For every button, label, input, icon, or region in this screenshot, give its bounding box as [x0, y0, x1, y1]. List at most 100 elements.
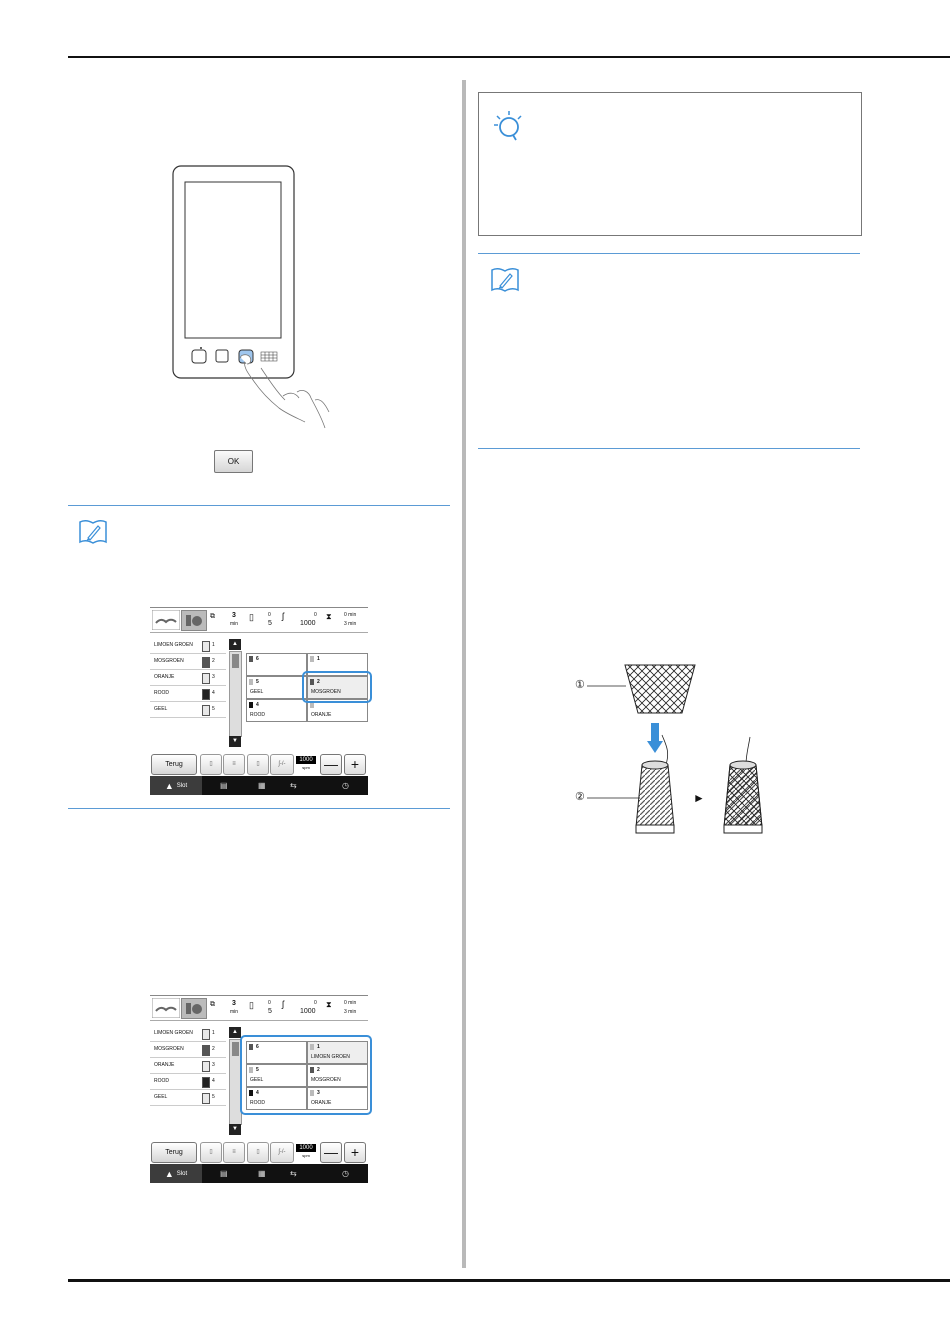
time-bottom: 3 min	[344, 1009, 357, 1015]
callout-spool: ②	[575, 791, 585, 803]
plus-button[interactable]: +	[344, 1142, 366, 1163]
total-time-value: 3	[232, 612, 236, 619]
needle-bar-button[interactable]: ▯	[200, 1142, 222, 1163]
stitch-bottom: 5	[268, 620, 272, 627]
screen-header: ⧉ 3 min ▯ 0 5 ʃ 0 1000 ⧗ 0 min 3 min	[150, 607, 368, 633]
tablet-touch-illustration	[172, 165, 330, 429]
time-icon: ⧉	[210, 613, 215, 620]
total-time-unit: min	[230, 621, 239, 627]
stitch-speed-button[interactable]: ʃ-/-	[270, 1142, 294, 1163]
pattern-preview-icon	[152, 998, 180, 1018]
needle-cell[interactable]: 1	[307, 653, 368, 676]
warning-icon: ▲	[164, 1168, 174, 1179]
bottom-rule	[68, 1279, 950, 1282]
spool-view-button[interactable]	[181, 998, 207, 1019]
screen-header: ⧉ 3 min ▯ 0 5 ʃ 0 1000 ⧗ 0 min 3 min	[150, 995, 368, 1021]
memo-rule-top	[68, 505, 450, 506]
note-box	[478, 92, 862, 236]
plus-button[interactable]: +	[344, 754, 366, 775]
needle-cell[interactable]: ORANJE	[307, 699, 368, 722]
spool-icon: ▯	[249, 612, 254, 622]
needle-bar-button[interactable]: ▯	[200, 754, 222, 775]
scrollbar[interactable]	[229, 651, 242, 737]
callout-net: ①	[575, 679, 585, 691]
memo-book-icon	[491, 267, 519, 292]
warning-icon: ▲	[164, 780, 174, 791]
memo-rule-top	[478, 253, 860, 254]
time-top: 0 min	[344, 1000, 357, 1006]
count-top: 0	[314, 1000, 317, 1006]
scroll-up-button[interactable]: ▲	[229, 639, 241, 650]
stitch-top: 0	[268, 1000, 271, 1006]
thread-screen-2: ⧉ 3 min ▯ 0 5 ʃ 0 1000 ⧗ 0 min 3 min LIM…	[150, 995, 372, 1183]
status-bar: ▲Slot ▤ ▦ ⇆ ◷	[150, 1164, 368, 1183]
back-button[interactable]: Terug	[151, 1142, 197, 1163]
spool-view-button[interactable]	[181, 610, 207, 631]
thread-cut-button[interactable]: ▯	[247, 1142, 269, 1163]
scroll-up-button[interactable]: ▲	[229, 1027, 241, 1038]
arrow-right-icon: ►	[693, 791, 705, 805]
selection-highlight	[240, 1035, 372, 1115]
minus-button[interactable]: —	[320, 754, 342, 775]
pattern-preview-icon	[152, 610, 180, 630]
stitch-bottom: 5	[268, 1008, 272, 1015]
spool-swap-button[interactable]: ≡	[223, 754, 245, 775]
time-bottom: 3 min	[344, 621, 357, 627]
total-time-unit: min	[230, 1009, 239, 1015]
top-rule	[68, 56, 950, 58]
back-button[interactable]: Terug	[151, 754, 197, 775]
thread-spool-with-net	[723, 736, 763, 834]
selection-highlight	[302, 671, 372, 703]
needle-cell[interactable]: 6	[246, 1041, 307, 1064]
frame-move-icon[interactable]: ⇆	[290, 1169, 297, 1178]
count-bottom: 1000	[300, 1008, 316, 1015]
lightbulb-icon	[494, 111, 522, 141]
time-top: 0 min	[344, 612, 357, 618]
memo-book-icon	[79, 519, 107, 544]
lock-button[interactable]: ▲Slot	[150, 776, 202, 795]
count-top: 0	[314, 612, 317, 618]
ok-button[interactable]: OK	[214, 450, 253, 473]
frame-move-icon[interactable]: ⇆	[290, 781, 297, 790]
needle-cell[interactable]: 6	[246, 653, 307, 676]
hourglass-icon: ⧗	[326, 612, 332, 621]
lock-button[interactable]: ▲Slot	[150, 1164, 202, 1183]
thread-cut-button[interactable]: ▯	[247, 754, 269, 775]
clock-icon[interactable]: ◷	[342, 781, 349, 790]
scroll-down-button[interactable]: ▼	[229, 736, 241, 747]
spool-swap-button[interactable]: ≡	[223, 1142, 245, 1163]
time-icon: ⧉	[210, 1001, 215, 1008]
total-time-value: 3	[232, 1000, 236, 1007]
minus-button[interactable]: —	[320, 1142, 342, 1163]
embroidery-icon[interactable]: ▦	[258, 781, 266, 790]
scroll-down-button[interactable]: ▼	[229, 1124, 241, 1135]
clock-icon[interactable]: ◷	[342, 1169, 349, 1178]
embroidery-icon[interactable]: ▦	[258, 1169, 266, 1178]
page-icon[interactable]: ▤	[220, 781, 228, 790]
page-icon[interactable]: ▤	[220, 1169, 228, 1178]
stitch-speed-button[interactable]: ʃ-/-	[270, 754, 294, 775]
hourglass-icon: ⧗	[326, 1000, 332, 1009]
